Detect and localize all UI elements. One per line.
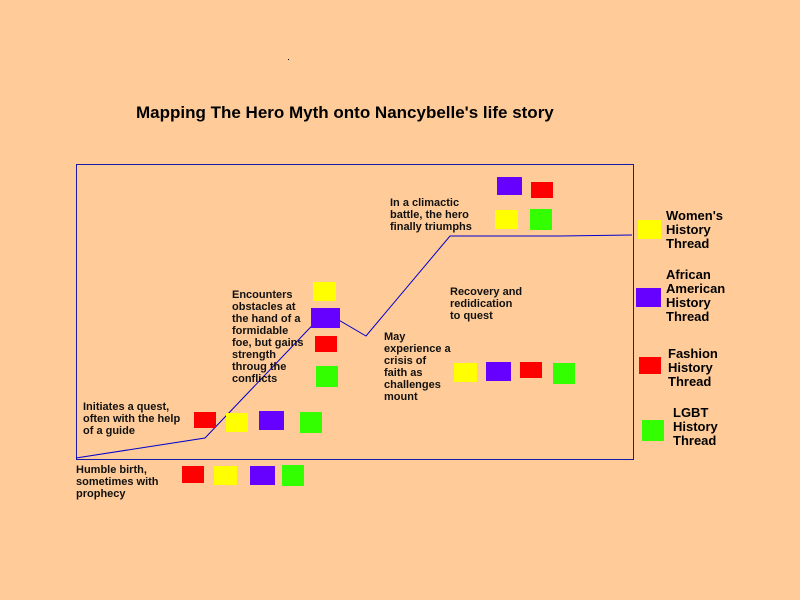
fashion-marker-quest bbox=[194, 412, 216, 428]
lgbt-marker-quest bbox=[300, 412, 322, 433]
stage-crisis-of-faith: May experience a crisis of faith as chal… bbox=[384, 331, 451, 403]
stage-triumph: In a climactic battle, the hero finally … bbox=[390, 197, 472, 233]
african-american-marker-obstacles bbox=[311, 308, 340, 328]
legend-women-swatch bbox=[638, 220, 661, 239]
journey-line bbox=[75, 234, 633, 459]
diagram-frame bbox=[76, 164, 634, 460]
lgbt-marker-crisis bbox=[553, 363, 575, 384]
legend-fashion-label: Fashion History Thread bbox=[668, 346, 718, 389]
african-american-marker-crisis bbox=[486, 362, 511, 381]
lgbt-marker-triumph bbox=[530, 209, 552, 230]
lgbt-marker-birth bbox=[282, 465, 304, 486]
women-marker-triumph bbox=[495, 210, 518, 229]
women-marker-obstacles bbox=[313, 282, 336, 301]
legend-african-american-swatch bbox=[636, 288, 661, 307]
african-american-marker-quest bbox=[259, 411, 284, 430]
african-american-marker-birth bbox=[250, 466, 275, 485]
fashion-marker-crisis bbox=[520, 362, 542, 378]
women-marker-quest bbox=[226, 413, 248, 432]
women-marker-birth bbox=[214, 466, 237, 485]
african-american-marker-triumph bbox=[497, 177, 522, 195]
fashion-marker-obstacles bbox=[315, 336, 337, 352]
fashion-marker-triumph bbox=[531, 182, 553, 198]
women-marker-crisis bbox=[454, 363, 477, 382]
legend-fashion-swatch bbox=[639, 357, 661, 374]
stage-initiates-quest: Initiates a quest, often with the help o… bbox=[83, 401, 181, 437]
legend-african-american-label: African American History Thread bbox=[666, 267, 726, 324]
legend-lgbt-label: LGBT History Thread bbox=[673, 405, 718, 448]
stray-dot bbox=[288, 59, 289, 60]
stage-encounters-obstacles: Encounters obstacles at the hand of a fo… bbox=[232, 289, 304, 385]
stage-humble-birth: Humble birth, sometimes with prophecy bbox=[76, 464, 159, 500]
lgbt-marker-obstacles bbox=[316, 366, 338, 387]
legend-lgbt-swatch bbox=[642, 420, 664, 441]
page-title: Mapping The Hero Myth onto Nancybelle's … bbox=[136, 103, 554, 122]
legend-women-label: Women's History Thread bbox=[666, 208, 724, 251]
stage-recovery: Recovery and redidication to quest bbox=[450, 286, 523, 322]
fashion-marker-birth bbox=[182, 466, 204, 483]
